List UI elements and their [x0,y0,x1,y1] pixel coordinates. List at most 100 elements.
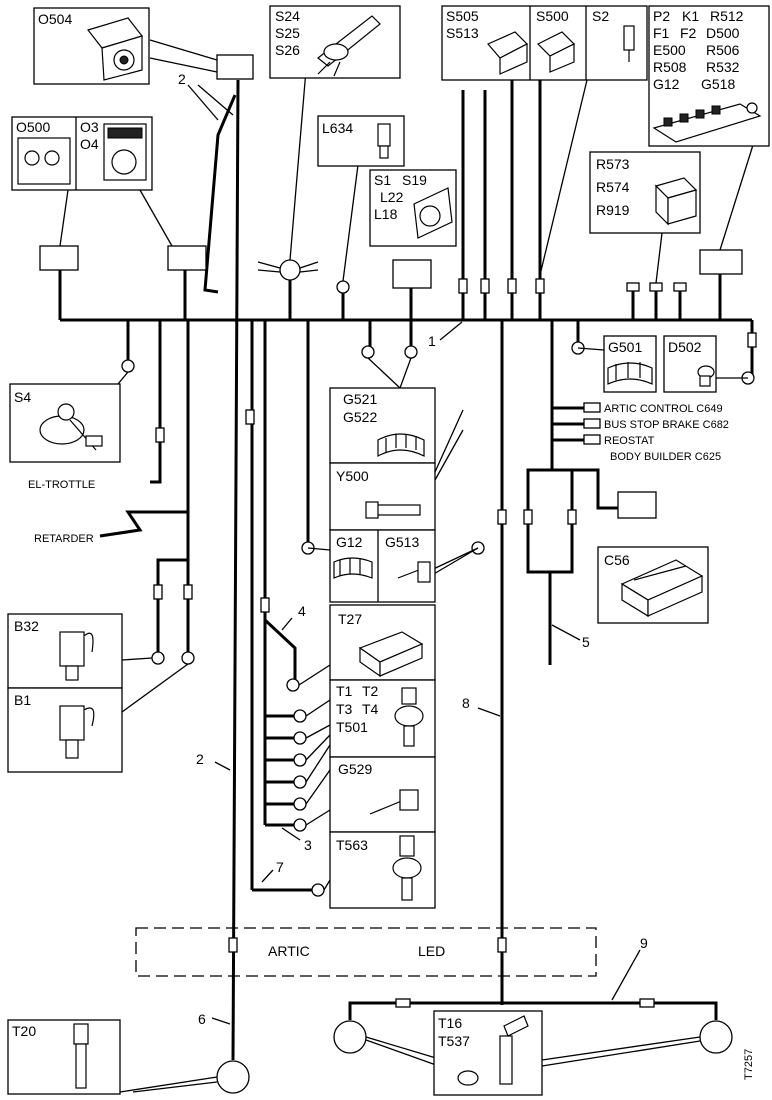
component-label: G12 [336,534,363,550]
component-label: S1 [374,172,391,188]
tachograph-icon [86,17,144,81]
led-label: LED [418,943,445,959]
component-t27: T27 [329,604,436,681]
relay-icon [654,177,698,226]
figure-id: T7257 [743,1049,755,1080]
component-label: T2 [362,683,379,699]
component-b1: B1 [7,687,123,773]
temperature-sender-icon [394,687,424,747]
component-label: T501 [336,719,368,735]
wire-harness [58,79,754,1061]
component-label: T27 [338,611,362,627]
component-label: R506 [706,42,740,58]
fuel-level-sender-icon [457,1015,529,1086]
component-label: T4 [362,701,379,717]
component-label: O3 [80,119,99,135]
component-label: S505 [446,8,479,24]
component-label: S24 [275,8,300,24]
component-label: G513 [385,534,419,550]
component-label: D502 [668,339,702,355]
fuse-relay-board-icon [652,102,762,143]
component-label: E500 [653,42,686,58]
callout-number: 3 [304,837,312,853]
component-o504: O504 [33,7,150,85]
component-o500: O500 O3 O4 [11,116,153,191]
component-label: R508 [653,59,687,75]
component-label: G522 [343,409,377,425]
component-b32: B32 [7,613,123,689]
abs-sensor-icon [607,362,653,385]
component-label: P2 [653,8,670,24]
component-label: O500 [16,119,50,135]
component-s1: S1 S19 L22 L18 [369,169,457,247]
component-label: G501 [608,339,642,355]
component-p2-group: P2 K1 R512 F1 F2 D500 E500 R506 R508 R53… [648,5,770,147]
pulse-sensor-icon [377,433,425,458]
component-label: D500 [706,25,740,41]
component-s24: S24 S25 S26 [269,5,401,79]
component-label: F2 [680,25,697,41]
component-s505-group: S505 S513 S500 S2 [441,5,648,81]
component-label: O504 [38,11,72,27]
component-label: S25 [275,25,300,41]
component-label: C56 [604,552,630,568]
diode-icon [697,365,715,387]
component-label: T1 [336,683,353,699]
lamp-icon [377,123,391,159]
component-label: K1 [682,8,699,24]
component-t1: T1 T2 T3 T4 T501 [329,679,436,758]
leader-lines [59,39,754,1093]
component-label: T537 [438,1033,470,1049]
component-label: S500 [536,8,569,24]
body-builder-label: BODY BUILDER C625 [610,451,721,463]
component-label: S2 [592,8,609,24]
component-label: T563 [336,837,368,853]
component-y500: Y500 [329,462,436,531]
component-label: T16 [438,1015,462,1031]
component-label: O4 [80,136,99,152]
component-g529: G529 [329,756,436,833]
callout-number: 6 [198,1011,206,1027]
harness-callouts: 1 2 2 3 4 5 6 7 8 9 [178,71,648,1027]
artic-control-label: ARTIC CONTROL C649 [604,403,723,415]
pressure-switch-icon [392,835,422,901]
plug-connector-icon [358,631,424,678]
component-label: R919 [596,202,630,218]
light-switch-icon [413,187,453,239]
component-label: B32 [14,618,39,634]
component-label: S19 [402,172,427,188]
pressure-sensor-icon [59,705,95,759]
component-s4: S4 [9,383,121,463]
rocker-switch-icon [487,25,635,75]
component-g521: G521 G522 [329,387,436,464]
pressure-sensor-icon [59,631,94,681]
component-label: S26 [275,42,300,58]
component-label: S513 [446,25,479,41]
callout-number: 4 [298,603,306,619]
component-label: L22 [380,189,404,205]
callout-number: 2 [178,71,186,87]
component-label: R532 [706,59,740,75]
callout-number: 9 [640,935,648,951]
component-t563: T563 [329,831,436,909]
component-g12-g513: G12 G513 [329,529,436,603]
component-label: G518 [701,76,735,92]
artic-label: ARTIC [268,943,310,959]
component-label: T3 [336,701,353,717]
component-g501: G501 [603,335,657,393]
callout-number: 1 [428,333,436,349]
component-label: R574 [596,179,630,195]
retarder-label: RETARDER [34,533,94,545]
sender-cylinder-icon [73,1023,89,1089]
component-label: T20 [12,1023,36,1039]
component-label: G521 [343,391,377,407]
ignition-switch-icon [39,403,103,451]
component-r573: R573 R574 R919 [589,151,701,234]
component-label: R573 [596,156,630,172]
component-label: L634 [322,120,353,136]
reostat-label: REOSTAT [604,435,655,447]
stalk-switch-icon [317,15,381,77]
solenoid-valve-icon [365,501,421,519]
component-label: F1 [653,25,670,41]
